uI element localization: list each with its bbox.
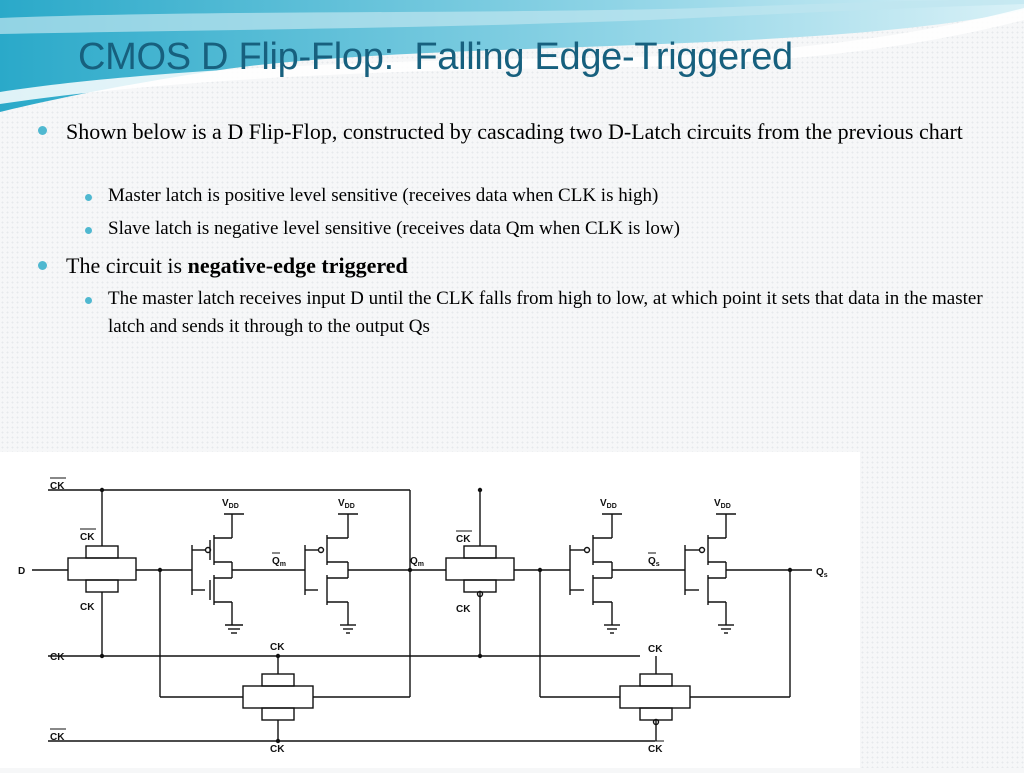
junction	[99, 487, 105, 493]
label-vdd: VDD	[714, 498, 731, 510]
bubble	[317, 546, 325, 554]
bullet-text: The circuit is negative-edge triggered	[66, 250, 986, 281]
bubble	[698, 546, 706, 554]
label-vdd: VDD	[338, 498, 355, 510]
circuit-diagram: CK CK CK D CK CK VDD VDD VDD VDD Qm Qm C…	[0, 452, 860, 768]
bubble	[652, 718, 660, 726]
junction	[477, 487, 483, 493]
bullet-dot	[85, 194, 92, 201]
junction	[157, 567, 163, 573]
bullet-text-bold: negative-edge triggered	[187, 253, 408, 278]
transmission-gate-bottom	[85, 579, 119, 593]
label-ck-rail: CK	[50, 652, 65, 663]
junction	[787, 567, 793, 573]
label-vdd: VDD	[222, 498, 239, 510]
label-tg3-ck: CK	[270, 642, 285, 653]
circuit-schematic: CK CK CK D CK CK VDD VDD VDD VDD Qm Qm C…	[18, 477, 828, 755]
sub-bullet-text: Slave latch is negative level sensitive …	[108, 218, 680, 239]
label-tg1-ck: CK	[80, 602, 95, 613]
label-ckbar-rail-bottom: CK	[50, 732, 65, 743]
sub-bullet-text: Master latch is positive level sensitive…	[108, 185, 659, 206]
transmission-gate-top	[261, 673, 295, 687]
bullet-dot	[38, 261, 47, 270]
label-tg3-ckbar: CK	[270, 744, 285, 755]
bullet-dot	[38, 126, 47, 135]
bullet-dot	[85, 297, 92, 304]
transmission-gate-top	[463, 545, 497, 559]
transmission-gate	[619, 685, 691, 709]
label-d-input: D	[18, 566, 25, 577]
label-tg4-ck: CK	[648, 644, 663, 655]
junction	[477, 653, 483, 659]
transmission-gate	[445, 557, 515, 581]
transmission-gate	[67, 557, 137, 581]
bubble	[476, 590, 484, 598]
transmission-gate-bottom	[639, 707, 673, 721]
transmission-gate	[242, 685, 314, 709]
transmission-gate-top	[85, 545, 119, 559]
label-tg1-ckbar: CK	[80, 532, 95, 543]
label-qm-bar: Qm	[272, 556, 286, 568]
label-ckbar-rail: CK	[50, 481, 65, 492]
transmission-gate-bottom	[463, 579, 497, 593]
label-vdd: VDD	[600, 498, 617, 510]
label-tg2-ck: CK	[456, 604, 471, 615]
header-swoosh	[0, 0, 1024, 112]
bullet-dot	[85, 227, 92, 234]
bullet-text: Shown below is a D Flip-Flop, constructe…	[66, 119, 963, 144]
bullet-text-prefix: The circuit is	[66, 253, 188, 278]
label-tg4-ckbar: CK	[648, 744, 663, 755]
bubble	[583, 546, 591, 554]
junction	[537, 567, 543, 573]
junction	[407, 567, 413, 573]
label-qm: Qm	[410, 556, 424, 568]
junction	[99, 653, 105, 659]
label-tg2-ckbar: CK	[456, 534, 471, 545]
label-qs-bar: Qs	[648, 556, 660, 568]
transmission-gate-top	[639, 673, 673, 687]
junction	[275, 653, 281, 659]
transmission-gate-bottom	[261, 707, 295, 721]
bubble	[204, 546, 212, 554]
sub-bullet-text: The master latch receives input D until …	[108, 288, 983, 337]
slide-title: CMOS D Flip-Flop: Falling Edge-Triggered	[78, 36, 793, 78]
label-qs-output: Qs	[816, 567, 828, 579]
